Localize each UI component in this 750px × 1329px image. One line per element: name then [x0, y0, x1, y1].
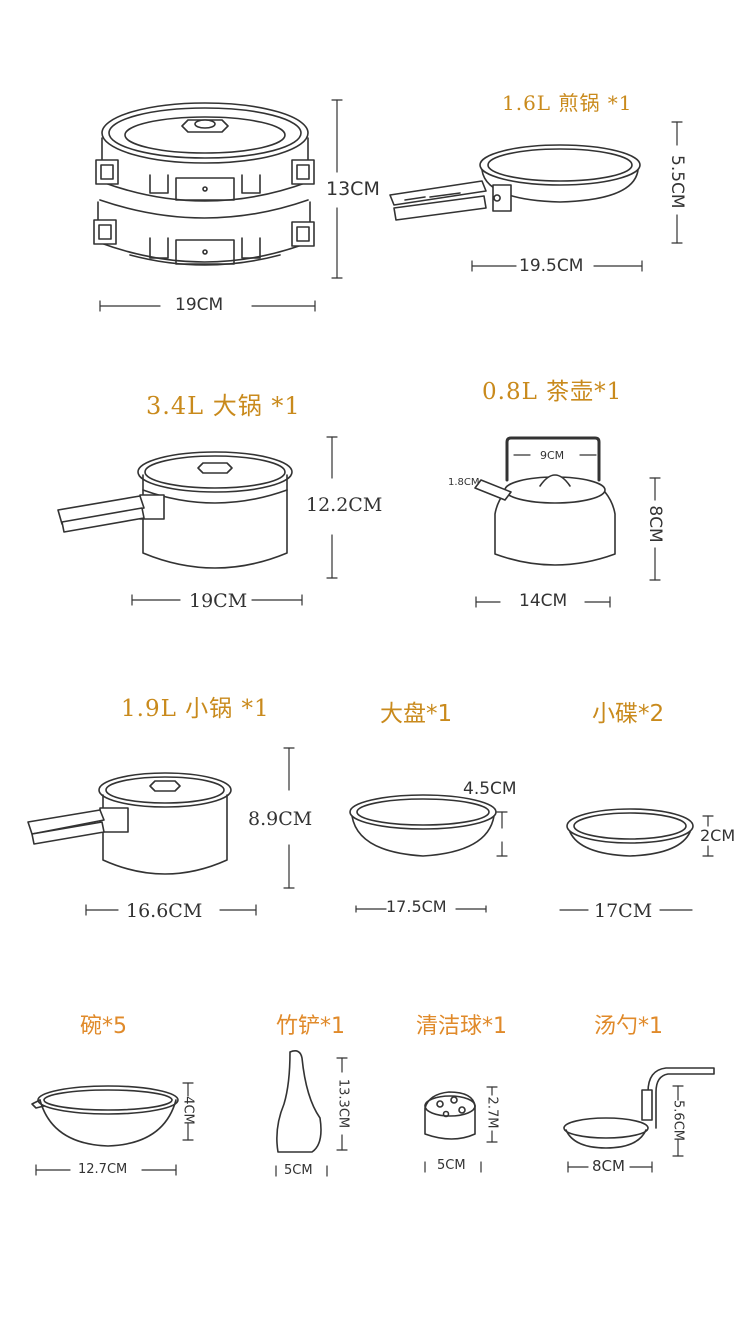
pot-set-dimension-lines	[99, 99, 343, 312]
kettle-width: 14CM	[519, 591, 568, 611]
ladle-dimension-lines	[567, 1085, 684, 1173]
sponge-height: 2.7M	[484, 1096, 500, 1129]
ladle-illustration	[563, 1067, 715, 1149]
pot-set-illustration	[93, 102, 315, 266]
small-pot-width: 16.6CM	[126, 900, 203, 922]
small-plate-dimension-lines	[559, 815, 714, 911]
spatula-height: 13.3CM	[335, 1078, 351, 1129]
small-plate-illustration	[566, 808, 694, 857]
small-plate-title: 小碟*2	[592, 701, 665, 727]
kettle-top-width: 9CM	[540, 449, 565, 462]
big-pot-dimension-lines	[131, 436, 338, 606]
spatula-title: 竹铲*1	[276, 1014, 345, 1039]
small-pot-dimension-lines	[85, 747, 295, 916]
big-plate-title: 大盘*1	[380, 701, 453, 727]
big-plate-dimension-lines	[355, 811, 508, 913]
sponge-width: 5CM	[437, 1158, 466, 1173]
pot-set-width: 19CM	[175, 295, 224, 315]
big-plate-illustration	[349, 794, 497, 857]
sponge-illustration	[424, 1091, 476, 1140]
bowl-dimension-lines	[35, 1082, 194, 1176]
small-plate-width: 17CM	[594, 900, 653, 922]
fry-pan-title: 1.6L 煎锅 *1	[502, 91, 633, 115]
sponge-dimension-lines	[424, 1086, 498, 1173]
kettle-height: 8CM	[645, 505, 665, 543]
ladle-height: 5.6CM	[670, 1100, 686, 1141]
fry-pan-illustration	[389, 144, 641, 221]
big-pot-height: 12.2CM	[306, 494, 383, 516]
kettle-dimension-lines	[475, 454, 661, 608]
small-pot-illustration	[27, 772, 232, 875]
kettle-illustration	[474, 436, 616, 566]
big-pot-title: 3.4L 大锅 *1	[146, 392, 301, 420]
kettle-spout: 1.8CM	[448, 477, 480, 488]
big-plate-width: 17.5CM	[386, 897, 447, 916]
bowl-width: 12.7CM	[78, 1162, 128, 1177]
pot-set-height: 13CM	[326, 178, 380, 200]
ladle-title: 汤勺*1	[594, 1014, 663, 1039]
fry-pan-height: 5.5CM	[667, 155, 687, 209]
big-plate-height: 4.5CM	[463, 779, 517, 799]
small-pot-title: 1.9L 小锅 *1	[121, 696, 270, 722]
bowl-height: 4CM	[180, 1096, 196, 1125]
small-plate-height: 2CM	[700, 826, 736, 845]
fry-pan-width: 19.5CM	[519, 256, 584, 276]
kettle-title: 0.8L 茶壶*1	[482, 379, 623, 405]
bowl-title: 碗*5	[80, 1014, 127, 1039]
spatula-width: 5CM	[284, 1163, 313, 1178]
small-pot-height: 8.9CM	[248, 808, 313, 830]
fry-pan-dimension-lines	[471, 121, 683, 272]
big-pot-width: 19CM	[189, 590, 248, 612]
ladle-width: 8CM	[592, 1157, 625, 1175]
spatula-dimension-lines	[275, 1057, 348, 1177]
spatula-illustration	[276, 1050, 322, 1153]
big-pot-illustration	[57, 451, 293, 569]
bowl-illustration	[31, 1085, 179, 1147]
sponge-title: 清洁球*1	[416, 1014, 507, 1039]
